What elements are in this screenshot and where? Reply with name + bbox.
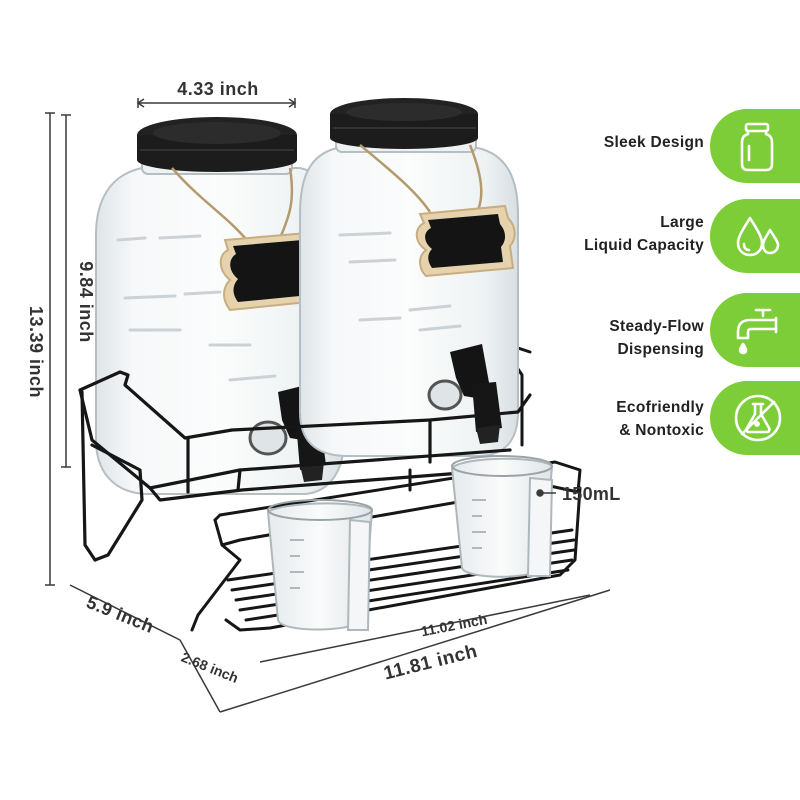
cup-left [266,499,374,631]
feature-line: Sleek Design [603,134,704,151]
feature-badge-steady-flow [710,293,800,367]
jar-icon [740,122,774,172]
feature-label-sleek-design: Sleek Design [484,131,704,154]
cup-right [450,455,554,578]
feature-line: Liquid Capacity [584,237,704,254]
feature-badge-sleek-design [710,109,800,183]
no-chemical-icon [734,394,782,442]
jar-right [299,98,519,457]
total-width-label: 11.81 inch [382,641,480,685]
feature-badge-large-capacity [710,199,800,273]
jar-width-label: 4.33 inch [177,79,259,99]
feature-label-large-capacity: Large Liquid Capacity [484,211,704,257]
feature-line: Steady-Flow [609,318,704,335]
feature-badge-ecofriendly [710,381,800,455]
jar-height-label: 9.84 inch [76,261,96,343]
inner-width-label: 11.02 inch [420,611,489,639]
feature-line: Ecofriendly [616,399,704,416]
feature-line: & Nontoxic [619,422,704,439]
feature-label-steady-flow: Steady-Flow Dispensing [484,315,704,361]
feature-line: Dispensing [617,341,704,358]
total-height-label: 13.39 inch [26,306,46,398]
tray-depth-label: 2.68 inch [179,649,241,686]
dimension-lines [45,98,611,713]
feature-line: Large [660,214,704,231]
cup-volume-label: 150mL [562,484,621,504]
water-drops-icon [736,216,780,257]
faucet-icon [736,308,778,355]
depth-label: 5.9 inch [84,592,157,637]
feature-label-ecofriendly: Ecofriendly & Nontoxic [484,396,704,442]
rack-front [78,370,532,562]
